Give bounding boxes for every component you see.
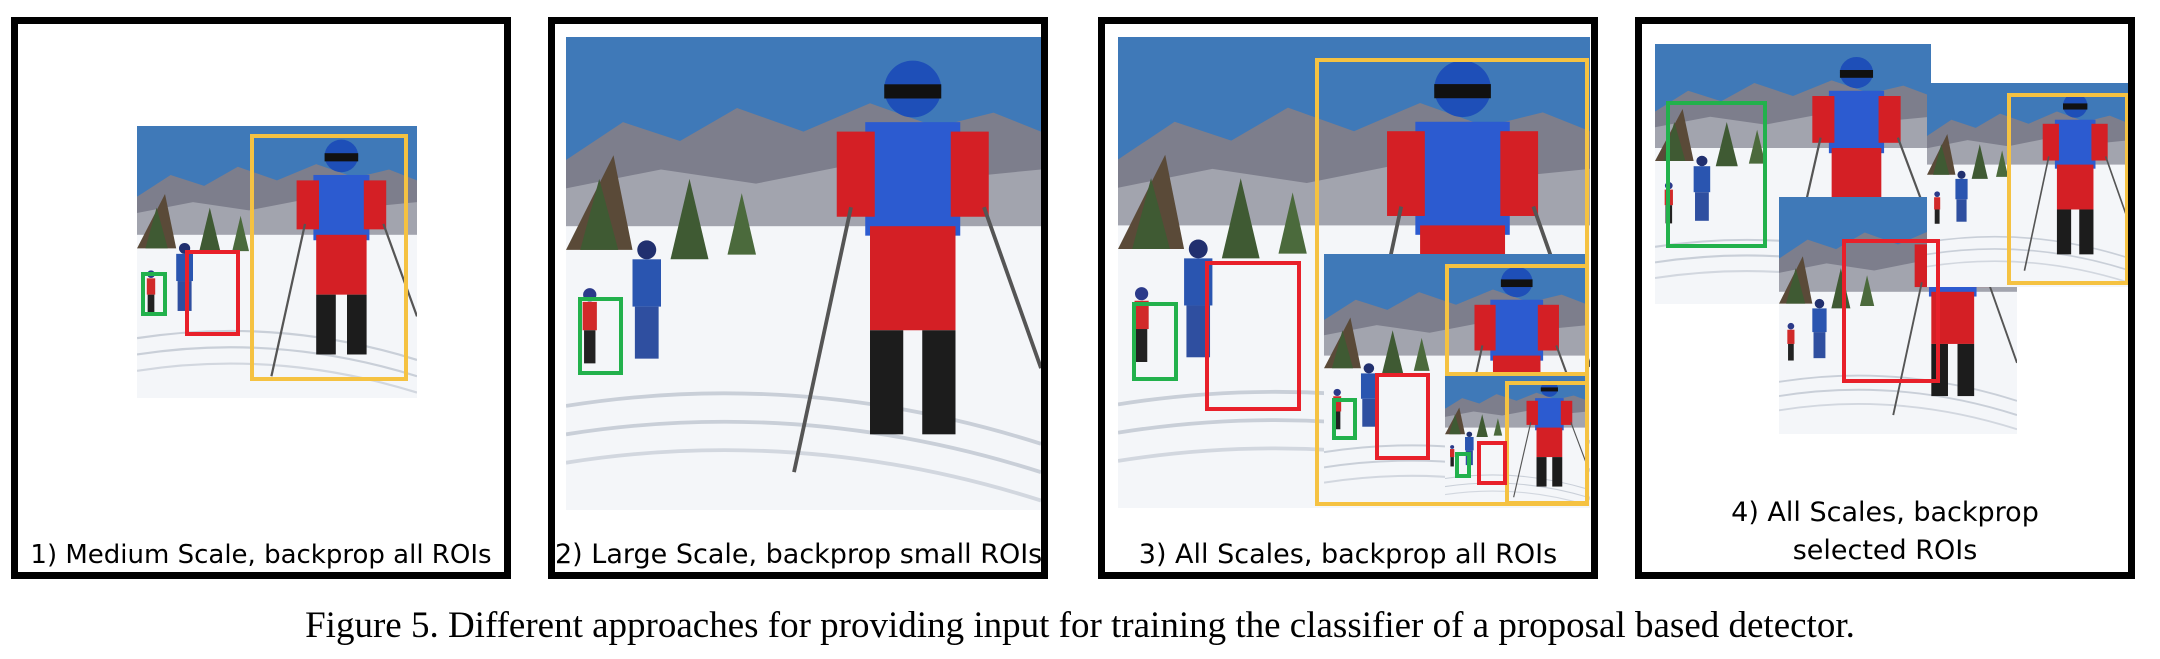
roi-red-box — [1842, 239, 1940, 383]
roi-red-box — [1375, 373, 1430, 460]
roi-yellow-box — [250, 134, 408, 381]
roi-green-box — [1455, 452, 1471, 478]
panel-all-scales: 3) All Scales, backprop all ROIs — [1098, 17, 1598, 579]
roi-green-box — [1132, 302, 1178, 381]
panel-medium-scale: 1) Medium Scale, backprop all ROIs — [11, 17, 511, 579]
roi-green-box — [1666, 101, 1767, 248]
roi-red-box — [1477, 441, 1507, 485]
roi-green-box — [141, 272, 167, 316]
panel-caption: 1) Medium Scale, backprop all ROIs — [30, 540, 492, 570]
ski-photo-large — [566, 37, 1041, 510]
roi-green-box — [1332, 398, 1357, 440]
panel-caption: 4) All Scales, backprop selected ROIs — [1731, 497, 2039, 566]
ski-photo-graphic — [566, 37, 1041, 510]
roi-yellow-box — [2007, 93, 2128, 285]
panel-caption: 3) All Scales, backprop all ROIs — [1138, 539, 1558, 570]
roi-yellow-box — [1505, 381, 1589, 505]
figure-caption: Figure 5. Different approaches for provi… — [305, 605, 1855, 646]
panel-large-scale: 2) Large Scale, backprop small ROIs — [548, 17, 1048, 579]
roi-red-box — [185, 250, 240, 336]
roi-green-box — [578, 297, 623, 375]
panel-caption: 2) Large Scale, backprop small ROIs — [555, 539, 1043, 570]
roi-yellow-box — [1445, 264, 1589, 376]
panel-selected-rois: 4) All Scales, backprop selected ROIs — [1635, 17, 2135, 579]
roi-red-box — [1205, 261, 1301, 411]
